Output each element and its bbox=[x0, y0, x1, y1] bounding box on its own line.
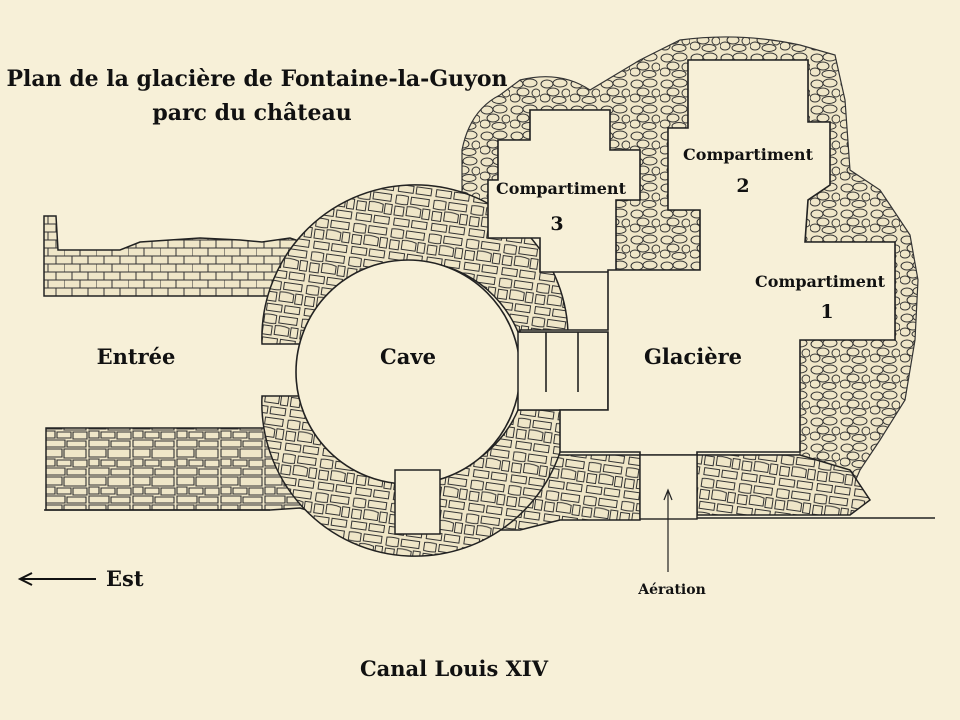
compartment-2-label: Compartiment bbox=[683, 145, 814, 164]
compartment-2-number: 2 bbox=[736, 175, 749, 197]
passage-steps bbox=[517, 331, 609, 411]
plan-title-line1: Plan de la glacière de Fontaine-la-Guyon bbox=[6, 66, 507, 92]
compartment-1-number: 1 bbox=[820, 301, 833, 323]
compartment-1-label: Compartiment bbox=[755, 272, 886, 291]
cave-floor bbox=[295, 259, 521, 485]
orientation-label: Est bbox=[106, 566, 144, 591]
compartment-2-floor bbox=[519, 59, 896, 456]
compartment-3-number: 3 bbox=[550, 213, 563, 235]
room-label-glaciere: Glacière bbox=[644, 344, 742, 369]
aeration-label: Aération bbox=[637, 582, 706, 598]
plan-title-line2: parc du château bbox=[152, 100, 351, 126]
room-label-cave: Cave bbox=[380, 344, 436, 369]
cave-bottom-doorway bbox=[394, 469, 441, 535]
compartment-3-label: Compartiment bbox=[496, 179, 627, 198]
upper-entry-wall bbox=[43, 215, 303, 297]
canal-label: Canal Louis XIV bbox=[360, 656, 549, 681]
room-label-entree: Entrée bbox=[97, 344, 176, 369]
glaciere-floor bbox=[487, 109, 641, 273]
aeration-pointer bbox=[663, 488, 673, 572]
arrow-left-icon bbox=[17, 572, 96, 586]
